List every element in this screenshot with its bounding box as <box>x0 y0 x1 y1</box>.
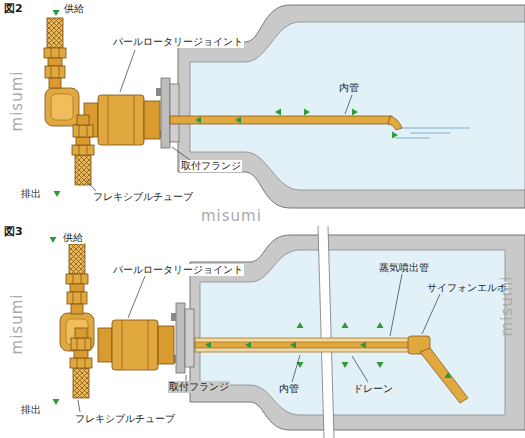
part-label: ドレーン <box>352 383 394 395</box>
part-label: 排出 <box>20 404 42 416</box>
part-label: 取付フランジ <box>180 160 242 172</box>
part-label: 供給 <box>62 232 84 244</box>
watermark: misumi <box>11 70 23 133</box>
part-label: 供給 <box>63 3 85 15</box>
part-label: パールロータリージョイント <box>112 264 244 276</box>
watermark: misumi <box>200 210 263 222</box>
part-label: フレキシブルチューブ <box>92 191 194 203</box>
part-label: 内管 <box>278 383 300 395</box>
watermark: misumi <box>11 293 23 356</box>
watermark: misumi <box>501 275 513 338</box>
figure-number: 図2 <box>3 3 24 15</box>
part-label: 排出 <box>20 188 42 200</box>
part-label: 内管 <box>338 82 360 94</box>
part-label: 蒸気噴出管 <box>378 262 430 274</box>
figure-number: 図3 <box>3 226 24 238</box>
part-label: 取付フランジ <box>168 381 230 393</box>
part-label: パールロータリージョイント <box>112 36 244 48</box>
part-label: サイフォンエルボ <box>426 282 508 294</box>
part-label: フレキシブルチューブ <box>74 413 176 425</box>
